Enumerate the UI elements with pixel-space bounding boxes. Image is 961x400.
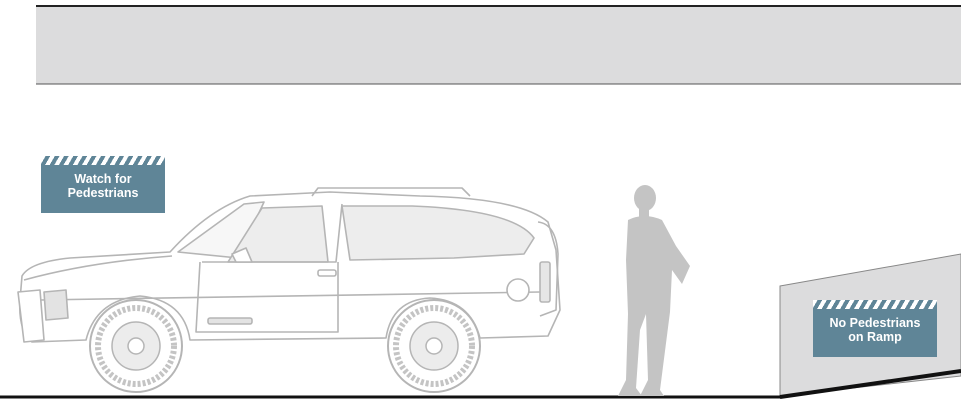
- rear-wheel: [388, 300, 480, 392]
- sign-text-right: No Pedestrians on Ramp: [813, 316, 937, 344]
- ceiling-beam: [36, 6, 961, 84]
- hazard-stripe: [41, 156, 165, 165]
- watch-for-pedestrians-sign: Watch for Pedestrians: [41, 156, 165, 213]
- hazard-stripe: [813, 300, 937, 309]
- front-wheel: [90, 300, 182, 392]
- pedestrian-silhouette: [618, 185, 690, 396]
- sign-text-left: Watch for Pedestrians: [41, 172, 165, 200]
- no-pedestrians-on-ramp-sign: No Pedestrians on Ramp: [813, 300, 937, 357]
